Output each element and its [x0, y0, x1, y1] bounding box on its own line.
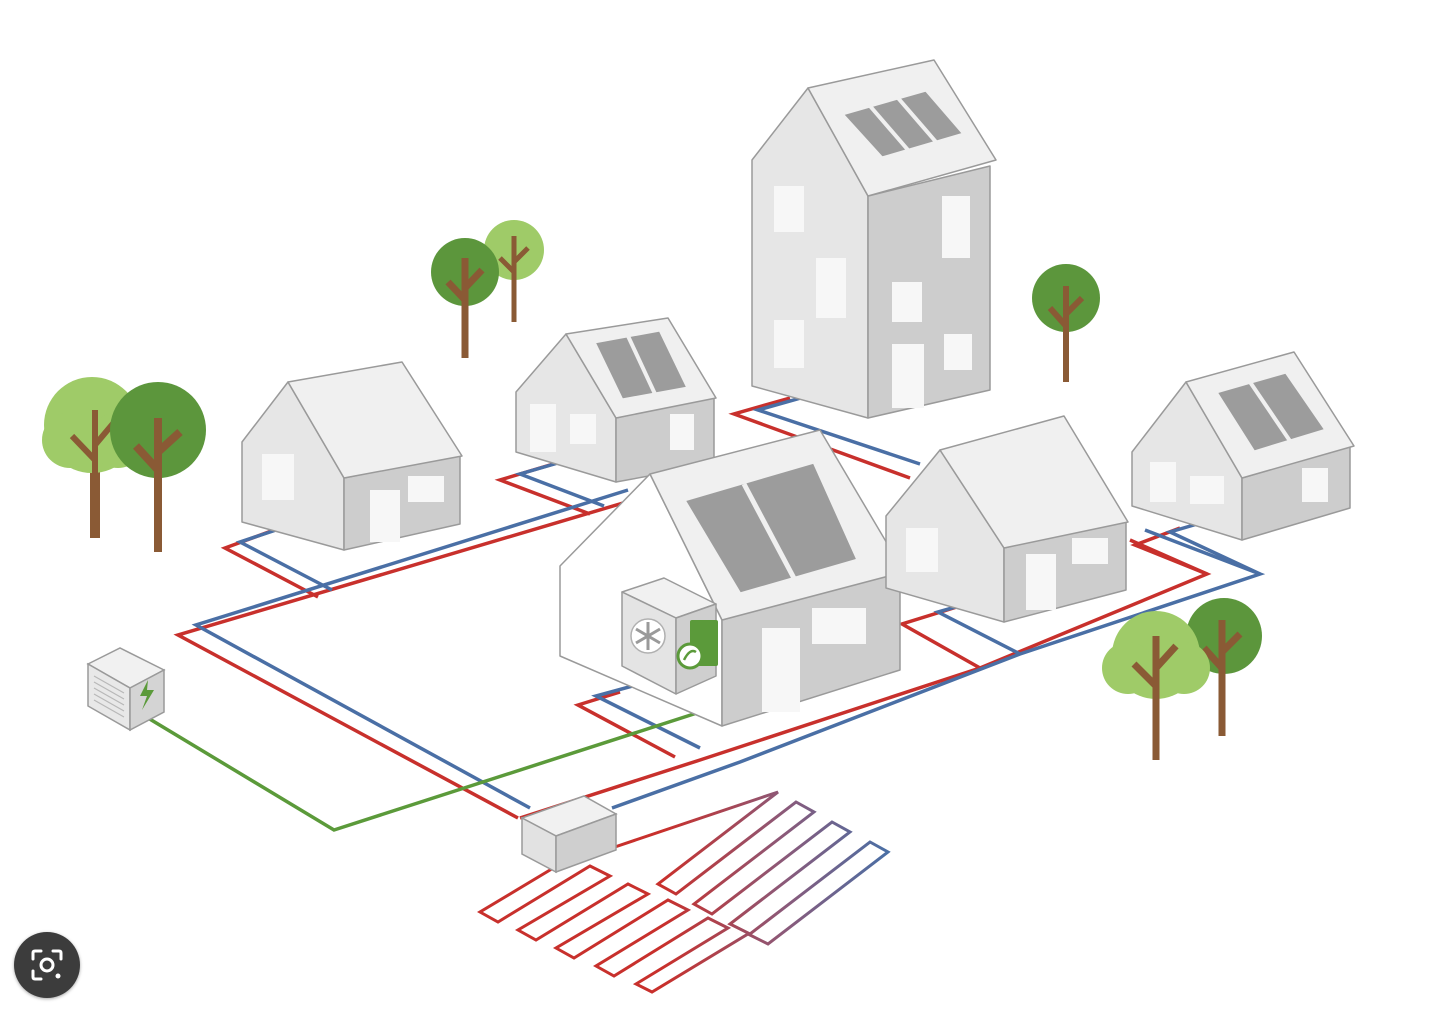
heat-pump-icon — [621, 577, 718, 695]
power-bolt-icon — [140, 680, 154, 710]
ground-collector-icon — [477, 790, 891, 994]
lens-search-button[interactable] — [14, 932, 80, 998]
pipe-network — [147, 392, 1266, 832]
houses — [241, 59, 1355, 727]
tree-icon — [1102, 611, 1210, 760]
house-icon — [885, 415, 1129, 623]
house-icon — [515, 317, 717, 483]
house-icon — [241, 361, 463, 551]
fan-icon — [630, 618, 666, 654]
lens-search-icon — [31, 949, 63, 981]
distribution-box — [520, 795, 618, 874]
tree-icon — [431, 238, 499, 358]
return-pipes — [191, 392, 1266, 810]
tree-icon — [110, 382, 206, 552]
power-box — [86, 647, 166, 732]
house-icon — [559, 429, 905, 727]
house-icon — [751, 59, 997, 419]
trees — [42, 220, 1262, 760]
compressor-icon — [676, 620, 718, 670]
tree-icon — [1032, 264, 1100, 382]
tree-icon — [484, 220, 544, 322]
house-icon — [1131, 351, 1355, 541]
vent-grille — [93, 675, 125, 718]
solar-panel-icon — [682, 460, 860, 596]
